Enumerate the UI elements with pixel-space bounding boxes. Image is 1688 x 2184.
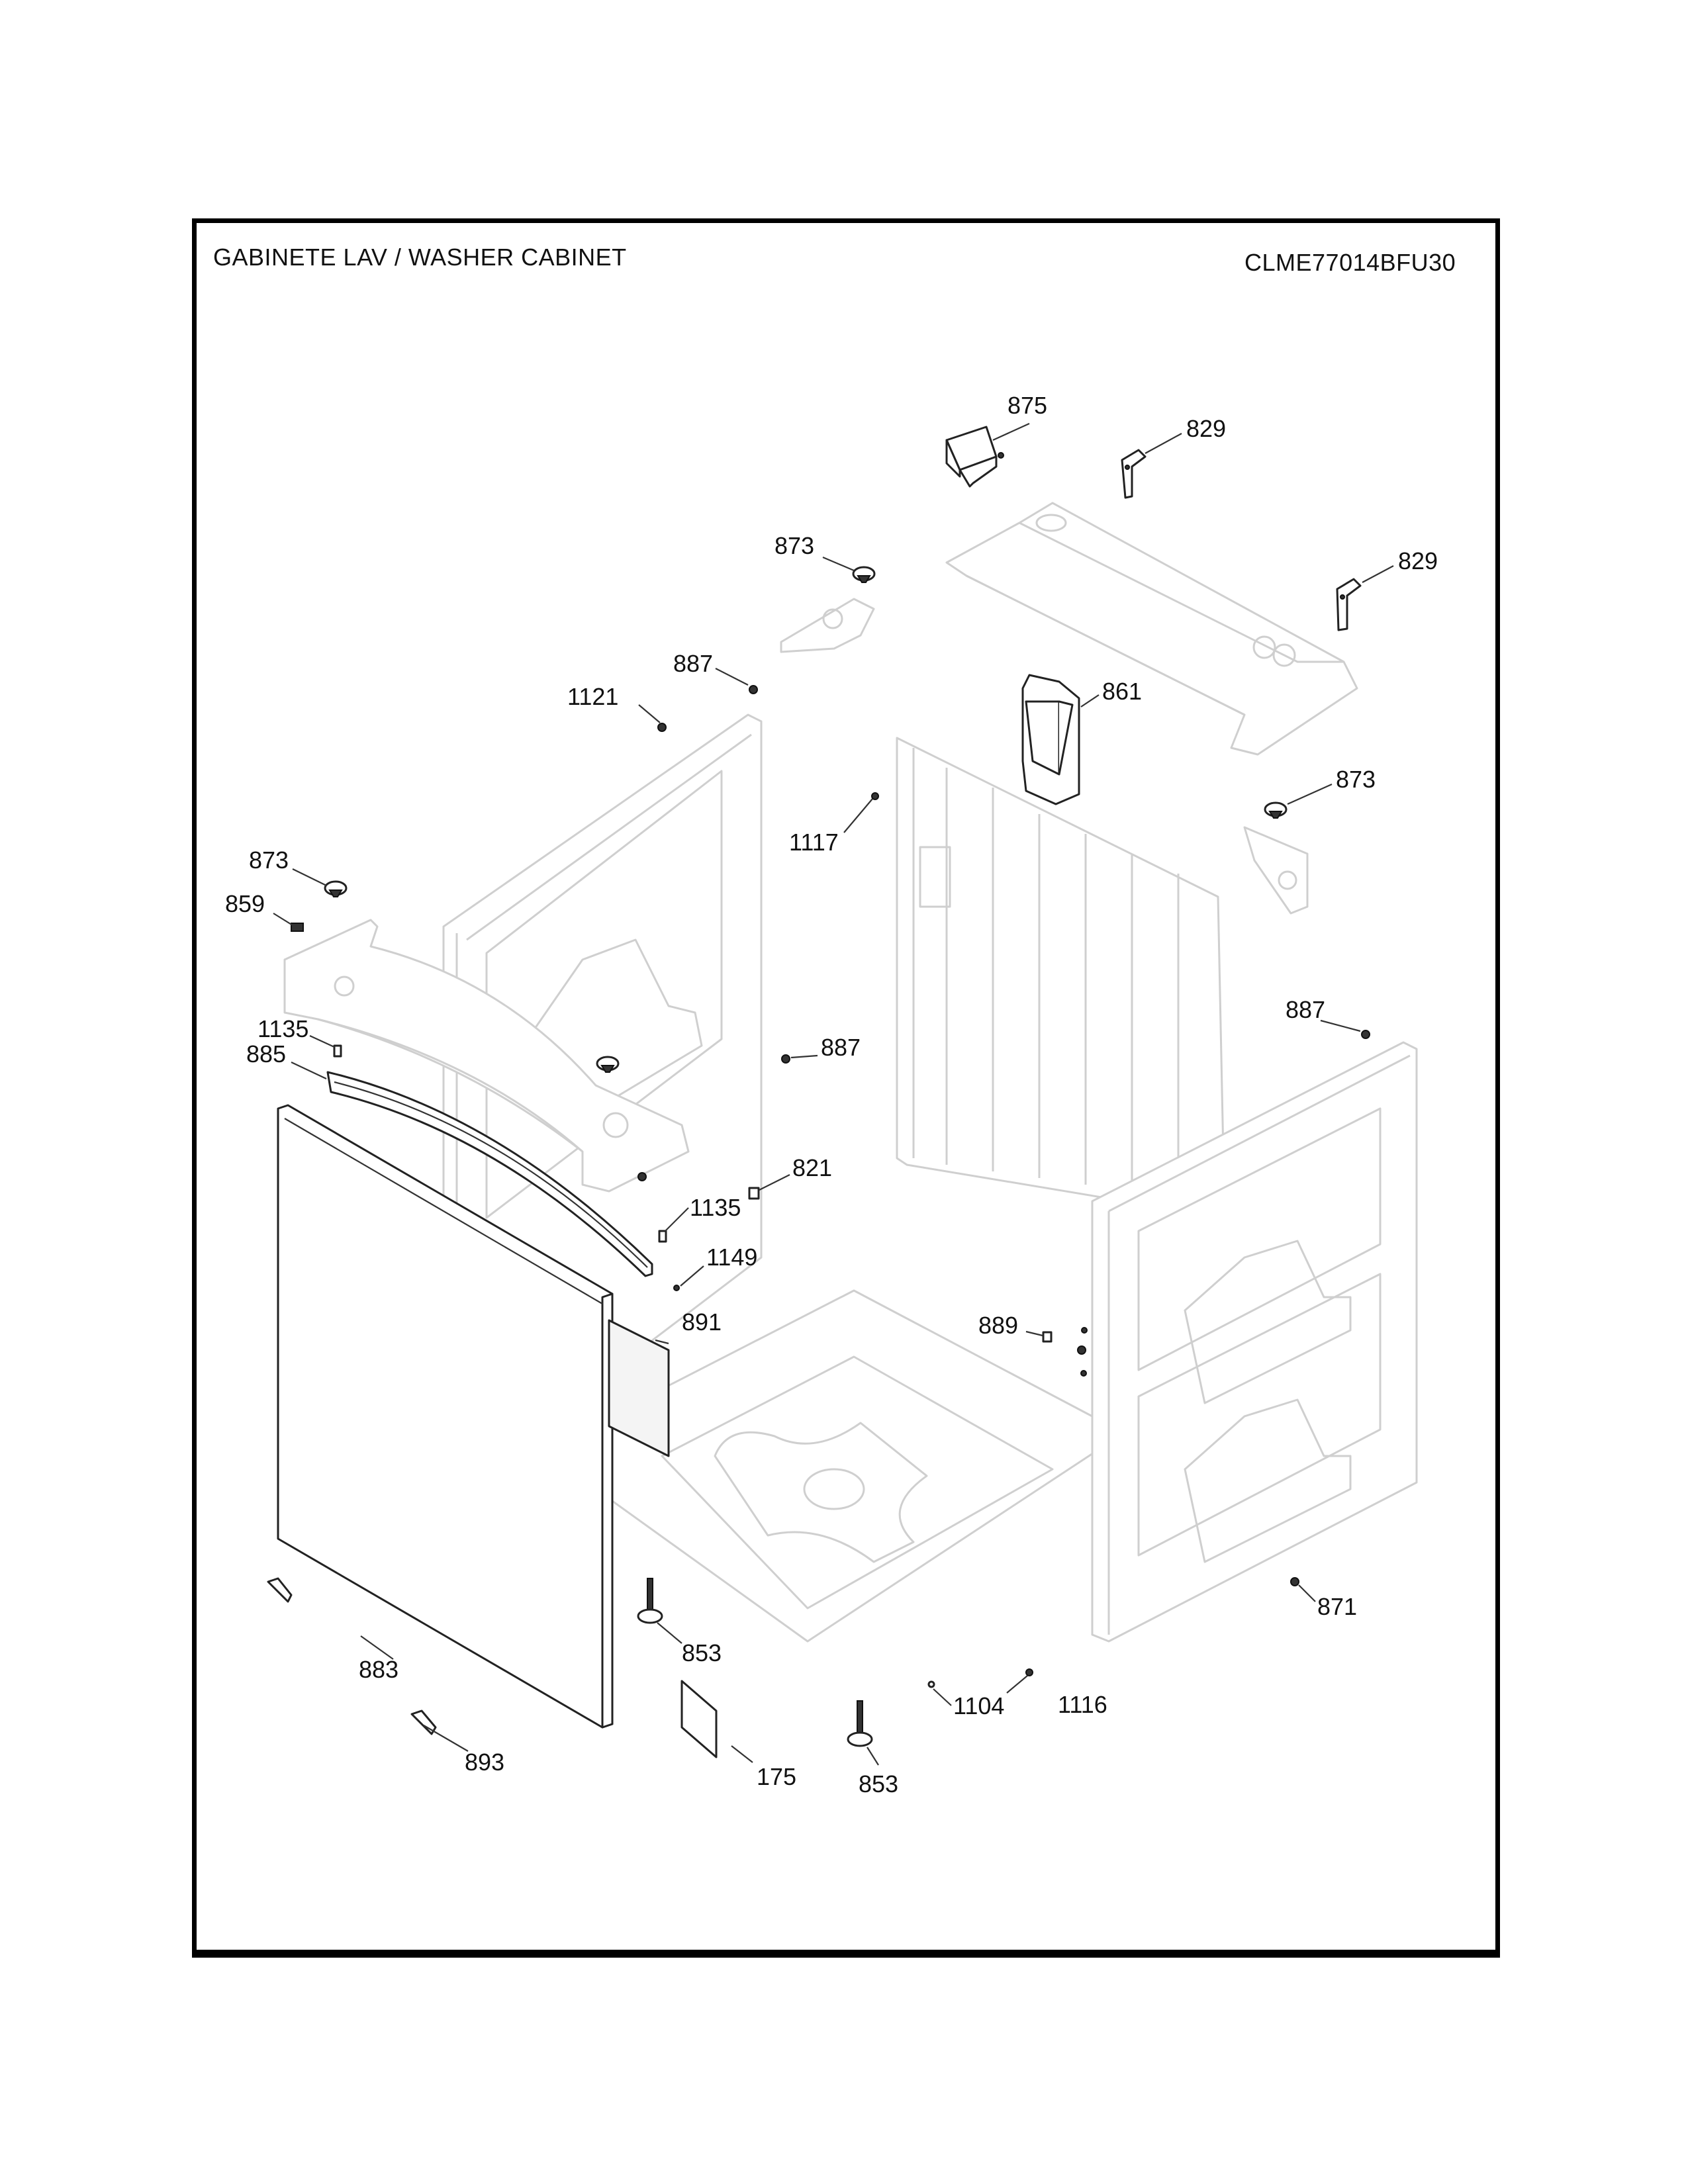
- callout-871[interactable]: 871: [1317, 1593, 1357, 1620]
- callout-175[interactable]: 175: [757, 1763, 796, 1790]
- callout-875[interactable]: 875: [1008, 392, 1047, 419]
- callout-829[interactable]: 829: [1186, 415, 1226, 442]
- part-873-snubber-cap-c[interactable]: [324, 880, 348, 897]
- callout-861[interactable]: 861: [1102, 678, 1142, 705]
- ghost-back-panel: [896, 737, 1226, 1219]
- callout-1135[interactable]: 1135: [690, 1194, 741, 1221]
- callout-873[interactable]: 873: [774, 532, 814, 559]
- callout-859[interactable]: 859: [225, 890, 265, 917]
- callout-labels: 875 829 829 873 887 1121 861 873 1117 87…: [225, 392, 1438, 1797]
- part-873-snubber-cap-center: [596, 1056, 620, 1073]
- ghost-base: [594, 1289, 1100, 1643]
- part-873-snubber-cap-a[interactable]: [852, 566, 876, 583]
- diagram-frame: [192, 218, 1500, 1958]
- ghost-corner-brace-right: [1243, 826, 1309, 915]
- callout-893[interactable]: 893: [465, 1749, 504, 1776]
- ghost-top-frame: [945, 502, 1358, 756]
- part-829-hinge-bracket-a[interactable]: [1121, 449, 1147, 499]
- part-885-top-rail[interactable]: [326, 1071, 653, 1277]
- callout-1135[interactable]: 1135: [258, 1015, 308, 1042]
- callout-1149[interactable]: 1149: [706, 1244, 757, 1271]
- fasteners: [291, 685, 1370, 1688]
- part-853-leveling-leg-b[interactable]: [847, 1700, 873, 1747]
- callout-1121[interactable]: 1121: [567, 683, 618, 710]
- callout-873[interactable]: 873: [1336, 766, 1376, 793]
- part-853-leveling-leg-a[interactable]: [637, 1578, 663, 1624]
- callout-885[interactable]: 885: [246, 1040, 286, 1068]
- part-883-front-panel[interactable]: [277, 1104, 614, 1729]
- callout-873[interactable]: 873: [249, 846, 289, 874]
- leader-lines: [273, 422, 1394, 1766]
- ghost-right-side-panel: [1091, 1041, 1418, 1643]
- part-175-manual-card[interactable]: [680, 1680, 718, 1758]
- part-861-dispenser-housing[interactable]: [1021, 674, 1080, 805]
- callout-821[interactable]: 821: [792, 1154, 832, 1181]
- model-number: CLME77014BFU30: [1244, 249, 1456, 276]
- callout-853[interactable]: 853: [682, 1639, 722, 1666]
- ghost-corner-brace-left: [780, 598, 875, 653]
- callout-891[interactable]: 891: [682, 1308, 722, 1336]
- diagram-title: GABINETE LAV / WASHER CABINET: [213, 244, 627, 271]
- part-891-insulation-pad[interactable]: [608, 1319, 670, 1457]
- callout-887[interactable]: 887: [673, 650, 713, 677]
- callout-1117[interactable]: 1117: [789, 829, 839, 856]
- part-873-snubber-cap-b[interactable]: [1264, 801, 1288, 819]
- callout-1116[interactable]: 1116: [1058, 1691, 1107, 1718]
- part-875-bracket-cover[interactable]: [945, 426, 1004, 488]
- callout-887[interactable]: 887: [821, 1034, 861, 1061]
- part-829-hinge-bracket-b[interactable]: [1336, 578, 1362, 631]
- callout-883[interactable]: 883: [359, 1656, 399, 1683]
- callout-1104[interactable]: 1104: [953, 1692, 1004, 1719]
- callout-853[interactable]: 853: [859, 1770, 898, 1797]
- callout-887[interactable]: 887: [1286, 996, 1325, 1023]
- part-893-foot-clip-a[interactable]: [267, 1577, 293, 1603]
- ghost-front-top-brace: [283, 919, 690, 1193]
- callout-889[interactable]: 889: [978, 1312, 1018, 1339]
- callout-829[interactable]: 829: [1398, 547, 1438, 574]
